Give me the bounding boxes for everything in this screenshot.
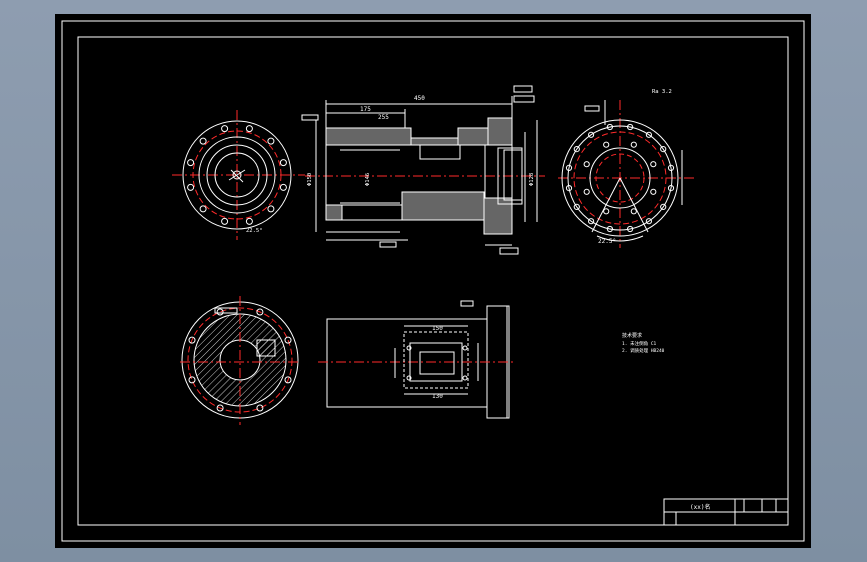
bolt-hole: [573, 146, 580, 153]
bolt-hole: [256, 404, 264, 412]
bolt-hole: [603, 141, 610, 148]
bolt-hole: [216, 308, 224, 316]
bolt-hole: [199, 205, 207, 213]
bolt-hole: [667, 164, 675, 171]
dim-length-175: 175: [360, 106, 371, 113]
drawing-sheet: [55, 14, 811, 548]
flange-end-view-right: [558, 100, 695, 248]
bolt-hole: [256, 308, 264, 316]
bolt-hole: [630, 141, 637, 148]
flange-end-view-left: [172, 110, 305, 240]
dim-angle-2: 22.5°: [246, 228, 263, 234]
bolt-hole: [565, 164, 573, 171]
bolt-hole: [645, 218, 653, 225]
bolt-hole: [630, 208, 637, 215]
title-block: [663, 498, 789, 526]
dim-length-255: 255: [378, 114, 389, 121]
bolt-holes-right-flange: [565, 123, 675, 233]
bolt-hole: [221, 217, 229, 225]
bolt-hole: [603, 208, 610, 215]
bolt-hole: [216, 404, 224, 412]
dim-width-130: 130: [432, 393, 443, 400]
bolt-hole: [650, 161, 657, 168]
shaft-side-view: [318, 300, 515, 419]
bolt-hole: [645, 131, 653, 138]
bolt-holes-right-inner: [583, 141, 657, 215]
title-block-name: (xx)名: [690, 503, 710, 511]
outer-border: [61, 20, 805, 542]
bolt-hole: [267, 205, 275, 213]
bolt-hole: [660, 203, 667, 210]
bolt-hole: [267, 137, 275, 145]
bolt-hole: [245, 217, 253, 225]
bolt-hole: [188, 376, 196, 384]
bolt-hole: [606, 123, 614, 131]
bolt-hole: [650, 188, 657, 195]
bolt-hole: [583, 188, 590, 195]
dim-dia-128: Φ128: [529, 173, 535, 186]
inner-frame: [77, 36, 789, 526]
dim-dia-146: Φ146: [365, 173, 371, 186]
bolt-hole: [573, 203, 580, 210]
dim-overall-length: 450: [414, 95, 425, 102]
tech-requirement-2: 2. 调质处理 HB240: [622, 347, 665, 354]
bolt-hole: [588, 218, 595, 225]
shaft-section-view: [301, 85, 545, 255]
bolt-holes-left-flange: [187, 125, 287, 225]
bolt-hole: [284, 376, 292, 384]
bolt-hole: [565, 185, 573, 192]
bolt-hole: [279, 159, 287, 167]
bolt-hole: [667, 185, 675, 192]
bolt-hole: [187, 183, 195, 191]
dim-dia-150: Φ150: [307, 173, 313, 186]
flange-section-lower-left: [180, 296, 300, 425]
dim-width-150: 150: [432, 325, 443, 332]
bolt-hole: [627, 123, 634, 131]
tech-requirement-1: 1. 未注倒角 C1: [622, 340, 657, 347]
bolt-hole: [583, 161, 590, 168]
bolt-hole: [279, 183, 287, 191]
dim-angle: 22.5°: [598, 238, 616, 245]
surface-roughness: Ra 3.2: [652, 89, 672, 95]
bolt-hole: [284, 336, 292, 344]
bolt-hole: [188, 336, 196, 344]
bolt-holes-lower-flange: [188, 308, 292, 412]
bolt-hole: [245, 125, 253, 133]
bolt-hole: [588, 131, 595, 138]
bolt-hole: [221, 125, 229, 133]
tech-requirements-title: 技术要求: [622, 332, 642, 339]
bolt-hole: [187, 159, 195, 167]
bolt-hole: [199, 137, 207, 145]
bolt-hole: [660, 146, 667, 153]
bolt-hole: [606, 225, 614, 233]
bolt-hole: [627, 225, 634, 233]
